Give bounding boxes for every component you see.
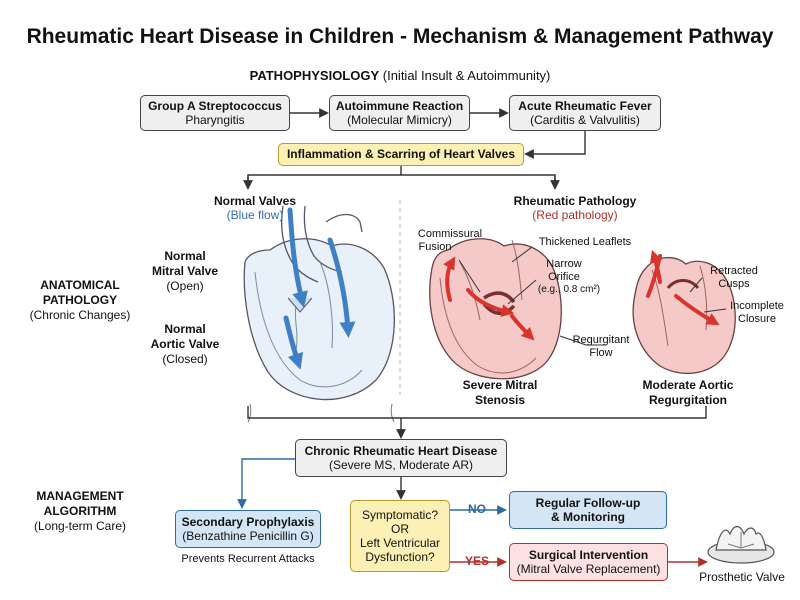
follow-up-line-2: & Monitoring: [551, 510, 625, 524]
autoimmune-reaction-subtitle: (Molecular Mimicry): [347, 113, 452, 127]
decision-yes-label: YES: [464, 554, 489, 568]
management-section-note: (Long-term Care): [33, 519, 127, 533]
management-section-label-line-2: ALGORITHM: [43, 504, 117, 518]
pathophysiology-heading-label: PATHOPHYSIOLOGY: [249, 68, 380, 83]
group-a-strep-subtitle: Pharyngitis: [185, 113, 245, 127]
autoimmune-reaction-box: Autoimmune Reaction (Molecular Mimicry): [329, 95, 470, 131]
narrow-orifice-label-line-2: Orifice: [548, 271, 580, 283]
normal-aortic-state: (Closed): [162, 352, 208, 366]
aortic-regurgitation-heart-illustration: [632, 249, 736, 374]
chronic-rhd-subtitle: (Severe MS, Moderate AR): [328, 458, 474, 472]
rheumatic-pathology-heading: Rheumatic Pathology: [513, 194, 637, 208]
acute-rheumatic-fever-subtitle: (Carditis & Valvulitis): [530, 113, 640, 127]
retracted-cusps-label-line-1: Retracted: [710, 265, 758, 277]
decision-no-label: NO: [468, 502, 486, 516]
thickened-leaflets-label: Thickened Leaflets: [538, 236, 632, 248]
acute-rheumatic-fever-title: Acute Rheumatic Fever: [518, 98, 652, 113]
normal-mitral-label-line-2: Mitral Valve: [151, 264, 219, 278]
incomplete-closure-label-line-1: Incomplete: [730, 300, 784, 312]
retracted-cusps-label-line-2: Cusps: [718, 278, 750, 290]
regurgitant-flow-label-line-1: Regurgitant: [572, 334, 630, 346]
incomplete-closure-label-line-2: Closure: [738, 313, 776, 325]
aortic-regurgitation-caption-line-2: Regurgitation: [649, 393, 727, 407]
narrow-orifice-label-line-1: Narrow: [546, 258, 582, 270]
chronic-rhd-box: Chronic Rheumatic Heart Disease (Severe …: [295, 439, 507, 477]
diagram-title: Rheumatic Heart Disease in Children - Me…: [26, 25, 774, 48]
prophylaxis-note: Prevents Recurrent Attacks: [181, 553, 315, 565]
anatomy-section-label-line-1: ANATOMICAL: [40, 278, 120, 292]
mitral-stenosis-caption-line-2: Stenosis: [474, 393, 525, 407]
normal-mitral-label-line-1: Normal: [164, 249, 206, 263]
mitral-stenosis-caption-line-1: Severe Mitral: [462, 378, 538, 392]
normal-heart-illustration: [243, 205, 395, 423]
decision-line-1: Symptomatic?: [361, 507, 439, 522]
inflammation-scarring-box: Inflammation & Scarring of Heart Valves: [278, 143, 524, 166]
anatomy-section-note: (Chronic Changes): [29, 308, 131, 322]
normal-valves-note: (Blue flow): [226, 208, 284, 222]
prosthetic-valve-illustration: [707, 525, 775, 564]
anatomy-section-label-line-2: PATHOLOGY: [42, 293, 118, 307]
decision-line-2: OR: [391, 521, 409, 536]
group-a-strep-box: Group A Streptococcus Pharyngitis: [140, 95, 290, 131]
management-connectors: [237, 458, 708, 567]
regurgitant-flow-label-line-2: Flow: [589, 347, 613, 359]
mitral-stenosis-heart-illustration: [429, 238, 562, 380]
anatomy-to-management-connector: [247, 406, 707, 439]
follow-up-box: Regular Follow-up & Monitoring: [509, 491, 667, 529]
decision-line-3: Left Ventricular: [359, 536, 441, 550]
group-a-strep-title: Group A Streptococcus: [148, 98, 282, 113]
commissural-fusion-label-line-2: Fusion: [418, 241, 452, 253]
pathway-connectors: [243, 108, 586, 190]
normal-mitral-state: (Open): [166, 279, 204, 293]
management-section-label-line-1: MANAGEMENT: [36, 489, 124, 503]
acute-rheumatic-fever-box: Acute Rheumatic Fever (Carditis & Valvul…: [509, 95, 661, 131]
secondary-prophylaxis-box: Secondary Prophylaxis (Benzathine Penici…: [175, 510, 321, 548]
pathophysiology-heading: PATHOPHYSIOLOGY (Initial Insult & Autoim…: [0, 68, 800, 83]
normal-aortic-label-line-1: Normal: [164, 322, 206, 336]
surgical-intervention-subtitle: (Mitral Valve Replacement): [516, 562, 661, 576]
follow-up-line-1: Regular Follow-up: [535, 495, 641, 510]
orifice-size-label: (e.g., 0.8 cm²): [537, 284, 601, 295]
chronic-rhd-title: Chronic Rheumatic Heart Disease: [304, 443, 498, 458]
aortic-regurgitation-caption-line-1: Moderate Aortic: [642, 378, 734, 392]
prosthetic-valve-caption: Prosthetic Valve: [699, 570, 785, 584]
secondary-prophylaxis-title: Secondary Prophylaxis: [181, 514, 315, 529]
annotation-pointers: [458, 246, 727, 346]
normal-aortic-label-line-2: Aortic Valve: [150, 337, 220, 351]
autoimmune-reaction-title: Autoimmune Reaction: [335, 98, 464, 113]
pathophysiology-heading-note: (Initial Insult & Autoimmunity): [382, 68, 551, 83]
secondary-prophylaxis-subtitle: (Benzathine Penicillin G): [182, 529, 314, 543]
commissural-fusion-label-line-1: Commissural: [417, 228, 483, 240]
rheumatic-pathology-note: (Red pathology): [532, 208, 618, 222]
normal-valves-heading: Normal Valves: [213, 194, 297, 208]
surgical-intervention-title: Surgical Intervention: [528, 547, 649, 562]
decision-line-4: Dysfunction?: [365, 550, 435, 565]
decision-box: Symptomatic? OR Left Ventricular Dysfunc…: [350, 500, 450, 572]
surgical-intervention-box: Surgical Intervention (Mitral Valve Repl…: [509, 543, 668, 581]
